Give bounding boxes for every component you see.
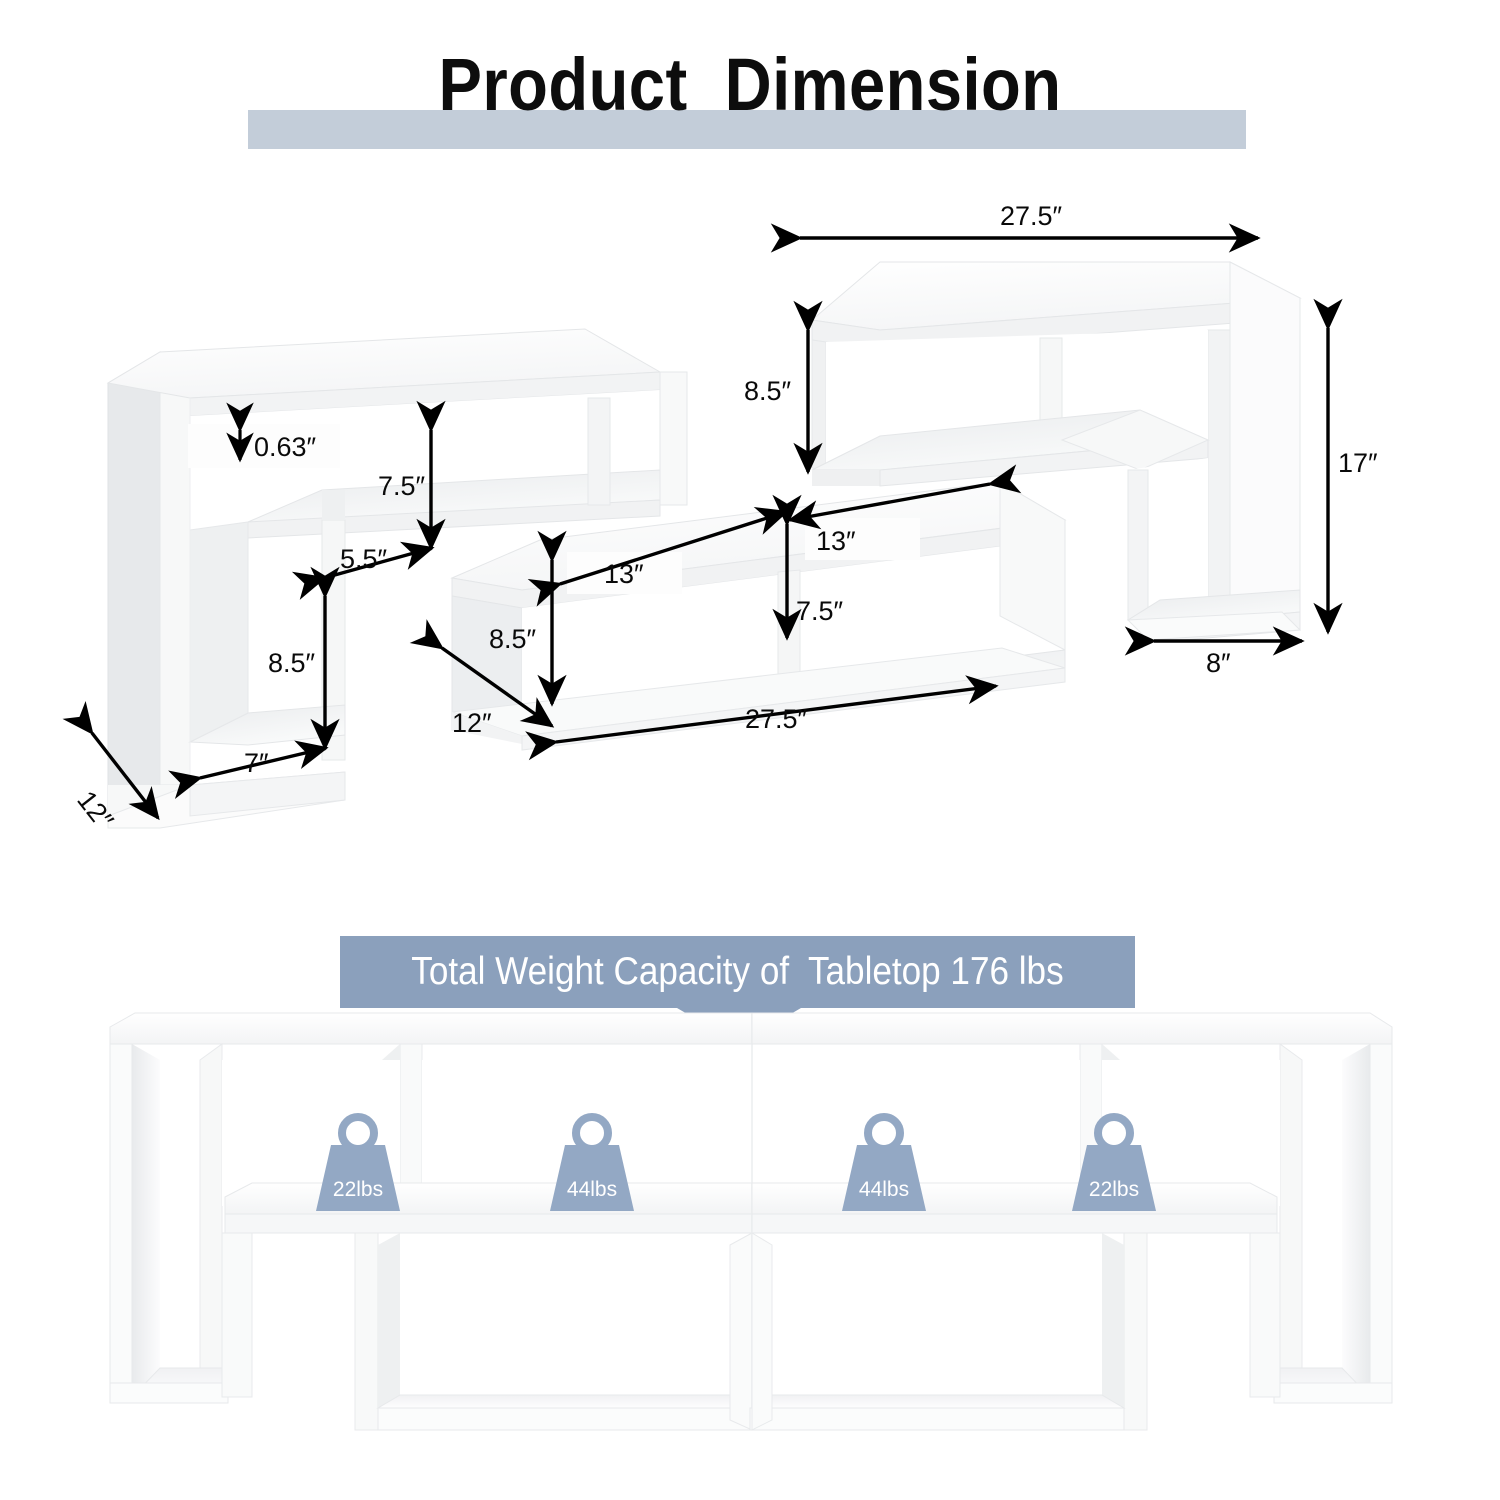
console-right-module [749, 1012, 1393, 1431]
weight-44lbs-right-icon: 44lbs [842, 1113, 926, 1211]
weight-44lbs-left-icon: 44lbs [550, 1113, 634, 1211]
dim-mid-right-cube-width: 13″ [816, 526, 856, 556]
weight-capacity-text: Total Weight Capacity of Tabletop 176 lb… [411, 950, 1064, 993]
weight-22lbs-right-icon: 22lbs [1072, 1113, 1156, 1211]
weight-44lbs-left-label: 44lbs [567, 1178, 617, 1201]
weight-22lbs-left-label: 22lbs [333, 1178, 383, 1201]
weight-22lbs-left-icon: 22lbs [316, 1113, 400, 1211]
dim-left-lower-cube-width: 7″ [244, 748, 269, 778]
title-banner [248, 110, 1246, 149]
dim-mid-left-cube-width: 13″ [604, 559, 644, 589]
weight-22lbs-right-label: 22lbs [1089, 1178, 1139, 1201]
dim-mid-depth: 12″ [452, 708, 492, 738]
weight-icon-group: 22lbs 44lbs 44lbs 22lbs [316, 1113, 1156, 1211]
dim-right-total-width: 27.5″ [1000, 201, 1063, 231]
dim-left-step-width: 5.5″ [340, 544, 388, 574]
right-shelf-module [810, 261, 1302, 643]
weight-capacity-banner: Total Weight Capacity of Tabletop 176 lb… [340, 936, 1135, 1008]
dim-right-upper-cube-height: 8.5″ [744, 376, 792, 406]
dim-right-leg-width: 8″ [1206, 648, 1231, 678]
console-left-module [109, 1012, 753, 1431]
dim-left-upper-cube-height: 7.5″ [378, 471, 426, 501]
dim-mid-right-cube-height: 7.5″ [796, 596, 844, 626]
dim-panel-thickness: 0.63″ [254, 432, 317, 462]
page-title: Product Dimension [438, 43, 1062, 126]
dim-right-total-height: 17″ [1338, 448, 1378, 478]
dim-box-panel-thickness [188, 424, 340, 468]
weight-44lbs-right-label: 44lbs [859, 1178, 909, 1201]
dim-left-lower-cube-height: 8.5″ [268, 648, 316, 678]
dim-mid-total-width: 27.5″ [745, 704, 808, 734]
